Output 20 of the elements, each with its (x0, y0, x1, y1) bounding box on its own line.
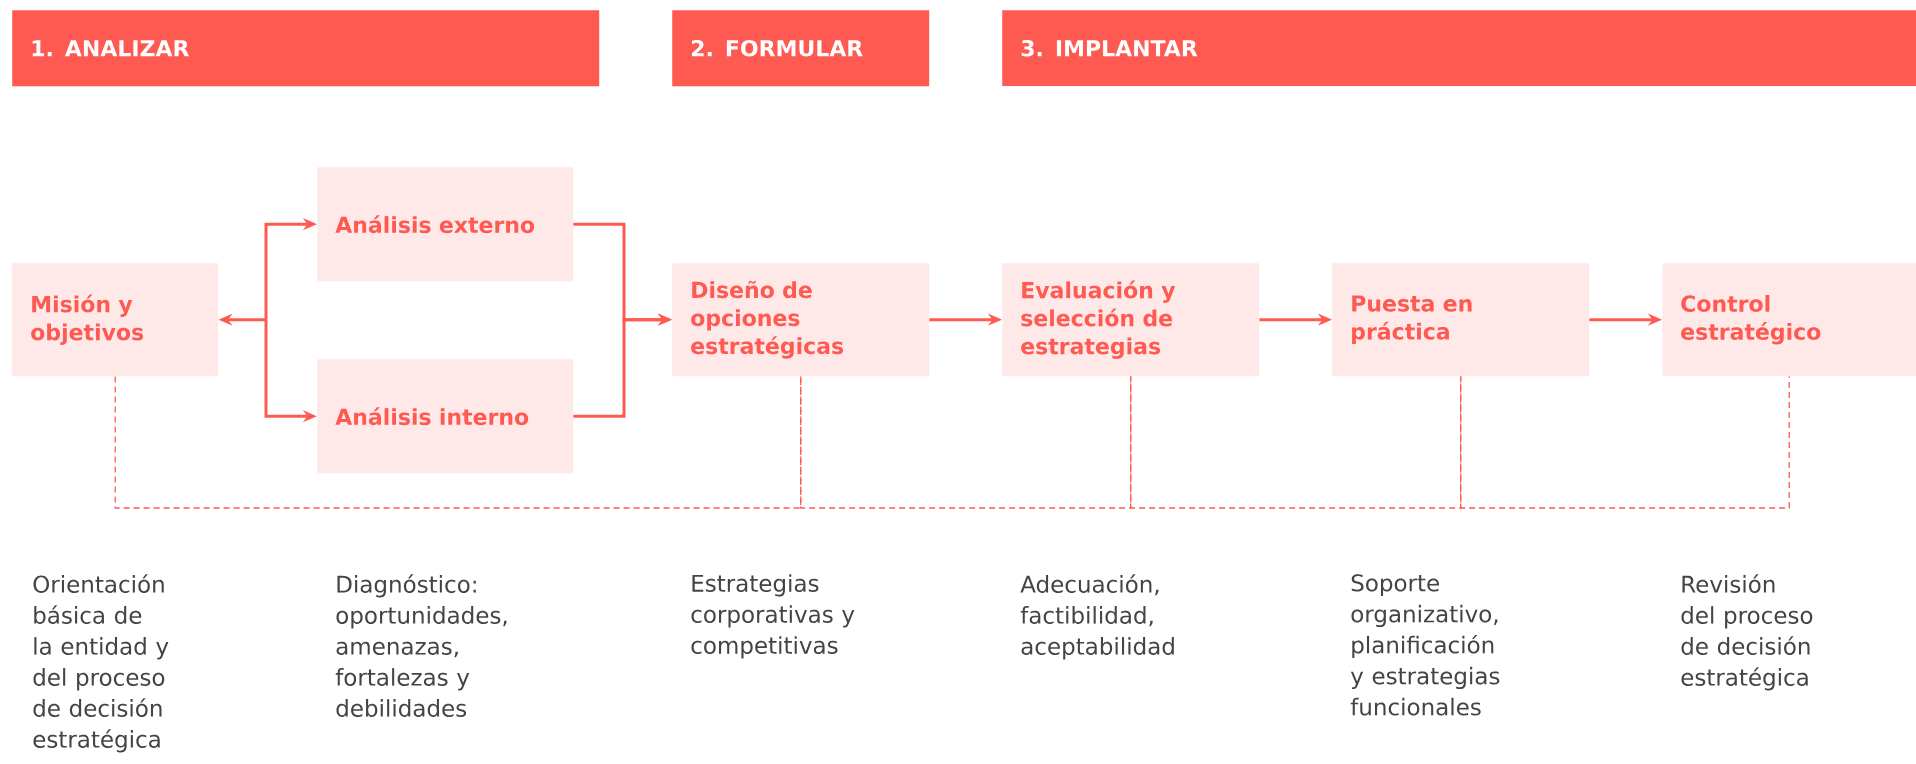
description-text: Estrategias corporativas y competitivas (691, 574, 855, 659)
description-text: Adecuación, factibilidad, aceptabilidad (1020, 574, 1174, 660)
description-text: Orientación básica de la entidad y del proceso de decisión estratégica (33, 574, 169, 753)
phase-header: 2. FORMULAR (672, 10, 930, 87)
dashed-connector (800, 375, 1132, 509)
description-text: Revisión del proceso de decisión estratégica (1681, 574, 1813, 691)
dashed-connector (1460, 375, 1790, 509)
dashed-connector (1130, 375, 1462, 509)
process-box: Diseño de opciones estratégicas (672, 263, 930, 377)
process-box: Control estratégico (1662, 263, 1916, 377)
process-box: Análisis interno (317, 359, 574, 474)
phase-header: 1. ANALIZAR (12, 10, 600, 87)
process-box: Análisis externo (317, 167, 574, 282)
phase-header: 3. IMPLANTAR (1002, 10, 1916, 87)
process-box: Misión y objetivos (12, 263, 219, 377)
dashed-connector (114, 375, 802, 509)
description-text: Soporte organizativo, planificación y estrategias funcionales (1350, 574, 1500, 716)
description-text: Diagnóstico: oportunidades, amenazas, fortalezas y debilidades (335, 574, 507, 717)
process-box: Puesta en práctica (1332, 263, 1590, 377)
process-box: Evaluación y selección de estrategias (1002, 263, 1260, 377)
